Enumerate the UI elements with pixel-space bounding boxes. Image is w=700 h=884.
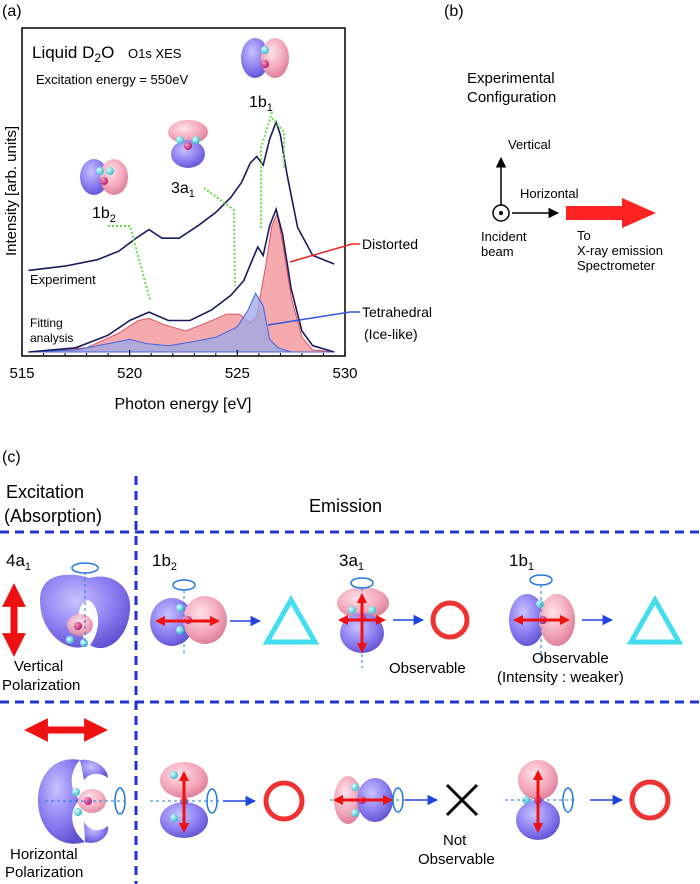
- orbital-1b1-icon: [241, 38, 289, 78]
- x-tick-label-525: 525: [225, 365, 250, 382]
- experiment-label: Experiment: [30, 272, 96, 287]
- orbital-1b1-row1: [509, 574, 575, 660]
- to-label-1: To: [577, 228, 591, 243]
- orbital-4a1-vertical: [40, 562, 131, 650]
- orbital-3a1-row2: [330, 776, 405, 824]
- excitation-header-2: (Absorption): [4, 506, 102, 526]
- fit-line: [28, 206, 335, 353]
- orbital-1b2-row2: [150, 762, 220, 838]
- analysis-label: analysis: [30, 331, 73, 345]
- not-observable-2: Observable: [418, 851, 495, 868]
- x-tick-label-520: 520: [117, 365, 142, 382]
- peak-guide-3a1: [203, 187, 236, 287]
- config-title-2: Configuration: [467, 89, 556, 106]
- weak-triangle-1b1: [626, 594, 684, 645]
- x-axis-ticks: 515 520 525 530: [9, 350, 358, 382]
- tetrahedral-leader: [267, 311, 360, 326]
- chart-title-o: O: [101, 43, 114, 62]
- peak-guide-1b2: [108, 225, 151, 301]
- x-tick-label-515: 515: [9, 365, 34, 382]
- incident-label-1: Incident: [481, 229, 527, 244]
- distorted-label: Distorted: [362, 236, 418, 252]
- fitting-label: Fitting: [30, 316, 63, 330]
- emission-1b1-label: 1b1: [509, 551, 534, 573]
- excitation-header-1: Excitation: [6, 482, 84, 502]
- x-tick-label-530: 530: [332, 365, 357, 382]
- panel-b-label: (b): [444, 3, 464, 20]
- emission-3a1-label: 3a1: [339, 551, 364, 573]
- to-label-3: Spectrometer: [577, 258, 656, 273]
- observable-circle-3a1: [430, 600, 470, 640]
- ice-like-label: (Ice-like): [364, 326, 418, 342]
- chart-title-main: Liquid D: [32, 43, 94, 62]
- y-axis-label: Intensity [arb. units]: [3, 126, 20, 256]
- incident-label-2: beam: [481, 244, 514, 259]
- panel-c-label: (c): [2, 449, 21, 466]
- peak-1b1-label: 1b1: [249, 94, 273, 114]
- not-observable-cross: [445, 783, 479, 817]
- vertical-label: Vertical: [508, 137, 551, 152]
- observable-circle-1b1-row2: [629, 779, 671, 821]
- observable-weak-1: Observable: [532, 650, 609, 667]
- spectrometer-arrow: [566, 198, 656, 228]
- incident-beam-dot: [499, 211, 503, 215]
- horizontal-pol-1: Horizontal: [10, 846, 78, 863]
- to-label-2: X-ray emission: [577, 243, 663, 258]
- chart-title: Liquid D2O: [32, 43, 114, 65]
- tetrahedral-label: Tetrahedral: [362, 304, 432, 320]
- vertical-pol-2: Polarization: [2, 677, 80, 694]
- tetrahedral-area: [28, 292, 335, 353]
- emission-header: Emission: [309, 496, 382, 516]
- excitation-energy: Excitation energy = 550eV: [36, 72, 188, 87]
- observable-circle-1b2-row2: [263, 780, 305, 822]
- chart-title-tail: O1s XES: [128, 46, 182, 61]
- horizontal-label: Horizontal: [520, 186, 579, 201]
- orbital-1b2-row1: [150, 579, 227, 655]
- panel-a-label: (a): [2, 3, 22, 20]
- distorted-leader: [289, 243, 360, 263]
- absorption-4a1-label: 4a1: [6, 551, 31, 573]
- observable-weak-2: (Intensity : weaker): [497, 669, 624, 686]
- plot-frame: [21, 27, 346, 357]
- weak-triangle-1b2: [262, 594, 320, 645]
- orbital-4a1-horizontal: [38, 759, 126, 844]
- x-axis-label: Photon energy [eV]: [115, 396, 252, 413]
- peak-guide-1b1a: [260, 111, 273, 228]
- not-observable-1: Not: [443, 832, 467, 849]
- peak-3a1-label: 3a1: [171, 180, 195, 200]
- horizontal-pol-2: Polarization: [5, 864, 83, 881]
- emission-1b2-label: 1b2: [152, 551, 177, 573]
- observable-label-3a1: Observable: [389, 660, 466, 677]
- chart-title-sub: 2: [94, 51, 101, 65]
- vertical-pol-1: Vertical: [14, 658, 63, 675]
- orbital-1b1-row2: [505, 760, 575, 840]
- orbital-1b2-icon: [80, 159, 128, 195]
- peak-1b2-label: 1b2: [92, 205, 116, 225]
- orbital-3a1-icon: [168, 120, 208, 168]
- config-title-1: Experimental: [467, 70, 555, 87]
- orbital-3a1-row1: [337, 577, 389, 668]
